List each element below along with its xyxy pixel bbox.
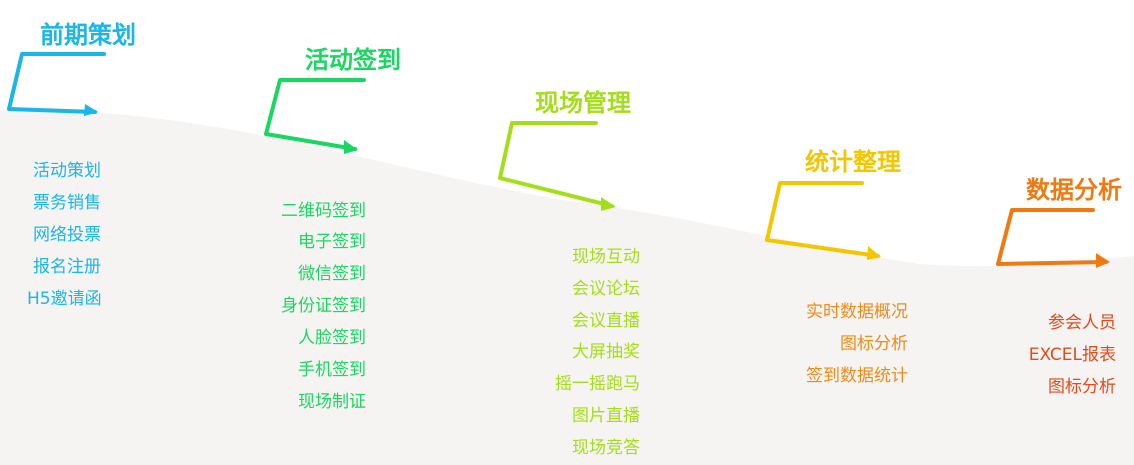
stage-3-item: 大屏抽奖: [572, 342, 640, 362]
stage-5-title: 数据分析: [1026, 176, 1122, 204]
stage-5-item: 参会人员: [1048, 313, 1116, 333]
stage-3-arrowhead: [601, 197, 616, 211]
stage-2-title: 活动签到: [305, 46, 401, 74]
stage-3-item: 会议直播: [572, 311, 640, 331]
stage-5-item: EXCEL报表: [1028, 345, 1116, 365]
stage-1-item: 票务销售: [33, 193, 101, 213]
stage-1-item: H5邀请函: [27, 289, 102, 309]
stage-4-item: 图标分析: [840, 334, 908, 354]
stage-2-item: 人脸签到: [298, 328, 366, 348]
stage-2-bracket-arrow: [264, 78, 366, 151]
stage-2-item: 二维码签到: [281, 201, 366, 221]
stage-3-item: 现场互动: [572, 247, 640, 267]
stage-5-arrowhead: [1096, 253, 1110, 268]
stage-2-item: 手机签到: [298, 360, 366, 380]
stage-3-bracket-arrow: [498, 121, 614, 208]
stage-1-bracket-arrow: [7, 52, 106, 114]
stage-2-arrowhead: [344, 140, 358, 154]
stage-1-title: 前期策划: [40, 21, 136, 49]
sloped-gray-band: [0, 109, 1134, 465]
stage-2-item: 身份证签到: [281, 296, 366, 316]
stage-4-bracket-arrow: [765, 181, 880, 258]
stage-1-item: 网络投票: [33, 225, 101, 245]
stage-3-item: 图片直播: [572, 406, 640, 426]
stage-4-title: 统计整理: [805, 148, 901, 176]
stage-1-arrowhead: [84, 104, 98, 116]
stage-4-item: 实时数据概况: [806, 302, 908, 322]
stage-5-bracket-arrow: [996, 208, 1108, 266]
stage-1-item: 活动策划: [33, 161, 101, 181]
stage-3-title: 现场管理: [535, 89, 631, 117]
stage-1-item: 报名注册: [33, 257, 101, 277]
stage-3-item: 摇一摇跑马: [555, 374, 640, 394]
stage-4-arrowhead: [867, 246, 881, 260]
stage-5-item: 图标分析: [1048, 377, 1116, 397]
stage-3-item: 会议论坛: [572, 279, 640, 299]
stage-2-item: 现场制证: [298, 392, 366, 412]
stage-2-item: 微信签到: [298, 264, 366, 284]
stage-2-item: 电子签到: [298, 232, 366, 252]
stage-3-item: 现场竞答: [572, 438, 640, 458]
stage-4-item: 签到数据统计: [806, 366, 908, 386]
